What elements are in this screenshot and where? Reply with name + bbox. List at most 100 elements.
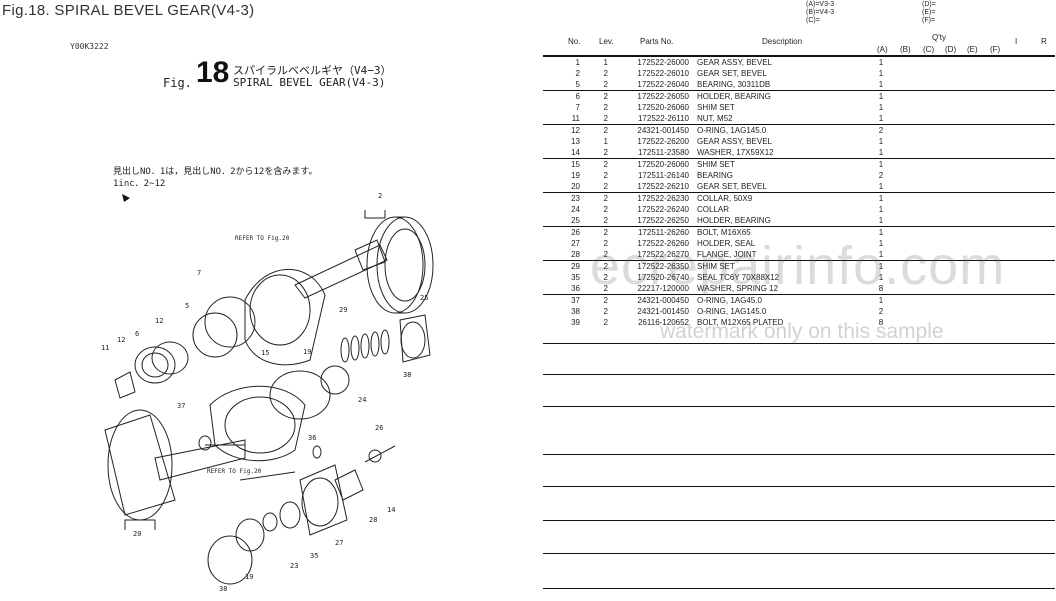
description-cell: GEAR SET, BEVEL — [697, 182, 767, 191]
level-cell: 2 — [580, 192, 608, 204]
callout-19a: 19 — [303, 348, 311, 356]
quantity-cell: 2 — [857, 124, 905, 136]
joint-flange — [299, 464, 364, 536]
part-number-cell: 24321-001450 — [637, 307, 689, 316]
quantity-cell: 1 — [857, 192, 905, 204]
figure-prefix: Fig. — [163, 76, 192, 90]
empty-cell — [905, 306, 1055, 317]
quantity-cell: 1 — [878, 250, 884, 259]
callout-11: 11 — [101, 344, 109, 352]
part-number-cell: 172522-26200 — [637, 137, 689, 146]
empty-cell — [905, 215, 1055, 227]
spacer-cell — [689, 113, 697, 125]
description-cell: SEAL TC6Y 70X88X12 — [697, 273, 780, 282]
spacer-cell — [689, 158, 697, 170]
spacer-cell — [689, 170, 697, 181]
blank-row-line — [543, 553, 1055, 554]
qty-col-d: (D) — [945, 45, 957, 54]
qty-col-e: (E) — [967, 45, 978, 54]
spacer-cell — [689, 102, 697, 113]
callout-35: 35 — [310, 552, 318, 560]
part-number-cell: 172511-23580 — [637, 148, 689, 157]
callout-24: 24 — [358, 396, 366, 404]
part-no-cell: 5 — [575, 80, 580, 89]
level-cell: 1 — [580, 56, 608, 68]
callout-19b: 19 — [245, 573, 253, 581]
qty-col-f: (F) — [990, 45, 1001, 54]
spacer-cell — [689, 147, 697, 159]
spacer-cell — [689, 181, 697, 193]
quantity-cell: 1 — [878, 114, 884, 123]
quantity-cell: 1 — [878, 205, 884, 214]
qty-col-c: (C) — [923, 45, 935, 54]
callout-7: 7 — [197, 269, 201, 277]
callout-38b: 38 — [219, 585, 227, 593]
level-cell: 2 — [603, 284, 608, 293]
part-no-cell: 29 — [543, 260, 580, 272]
level-cell: 2 — [580, 260, 608, 272]
description-cell: O-RING, 1AG45.0 — [697, 294, 857, 306]
level-cell: 2 — [580, 158, 608, 170]
part-no-cell: 6 — [543, 90, 580, 102]
refer-label-lower: REFER TO Fig.20 — [207, 468, 262, 475]
spacer-cell — [689, 192, 697, 204]
description-cell: SHIM SET — [697, 158, 857, 170]
blank-row-line — [543, 588, 1055, 589]
callout-28: 28 — [369, 516, 377, 524]
part-no-cell: 27 — [571, 239, 580, 248]
description-cell: O-RING, 1AG145.0 — [697, 307, 767, 316]
part-number-cell: 172522-26040 — [637, 80, 689, 89]
part-no-cell: 20 — [571, 182, 580, 191]
part-number-cell: 172522-26350 — [608, 260, 689, 272]
empty-cell — [905, 192, 1055, 204]
callout-25: 25 — [420, 294, 428, 302]
description-cell: O-RING, 1AG145.0 — [697, 124, 857, 136]
part-number-cell: 172522-26270 — [637, 250, 689, 259]
level-cell: 2 — [603, 250, 608, 259]
quantity-cell: 1 — [878, 148, 884, 157]
spacer-cell — [689, 136, 697, 147]
description-cell: GEAR ASSY, BEVEL — [697, 137, 773, 146]
note-en: 1inc．2∼12 — [113, 179, 166, 189]
level-cell: 2 — [603, 114, 608, 123]
col-qty-header: Q'ty — [932, 33, 946, 42]
level-cell: 2 — [603, 318, 608, 327]
part-no-cell: 1 — [543, 56, 580, 68]
part-no-cell: 13 — [571, 137, 580, 146]
callout-6: 6 — [135, 330, 139, 338]
col-parts-no-header: Parts No. — [640, 37, 674, 46]
arrow-indicator-icon — [122, 194, 130, 202]
part-no-cell: 35 — [571, 273, 580, 282]
spacer-cell — [689, 226, 697, 238]
page-title: Fig.18. SPIRAL BEVEL GEAR(V4-3) — [2, 2, 255, 19]
description-cell: BEARING — [697, 171, 734, 180]
part-no-cell: 36 — [571, 284, 580, 293]
part-no-cell: 38 — [571, 307, 580, 316]
callout-37: 37 — [177, 402, 185, 410]
watermark: ecrepairinfo.com — [590, 236, 1006, 296]
description-cell: GEAR ASSY, BEVEL — [697, 56, 857, 68]
model-a: (A)=V3-3 — [806, 1, 835, 8]
small-o-ring — [198, 435, 212, 451]
blank-row-line — [543, 454, 1055, 455]
quantity-cell: 2 — [878, 307, 884, 316]
col-no-header: No. — [568, 37, 581, 46]
level-cell: 2 — [603, 148, 608, 157]
description-cell: BOLT, M12X65 PLATED — [697, 318, 784, 327]
spacer-cell — [689, 306, 697, 317]
quantity-cell: 2 — [878, 171, 884, 180]
quantity-cell: 1 — [878, 137, 884, 146]
bearing-holder — [192, 268, 326, 366]
part-number-cell: 172511-26260 — [608, 226, 689, 238]
empty-cell — [905, 147, 1055, 159]
